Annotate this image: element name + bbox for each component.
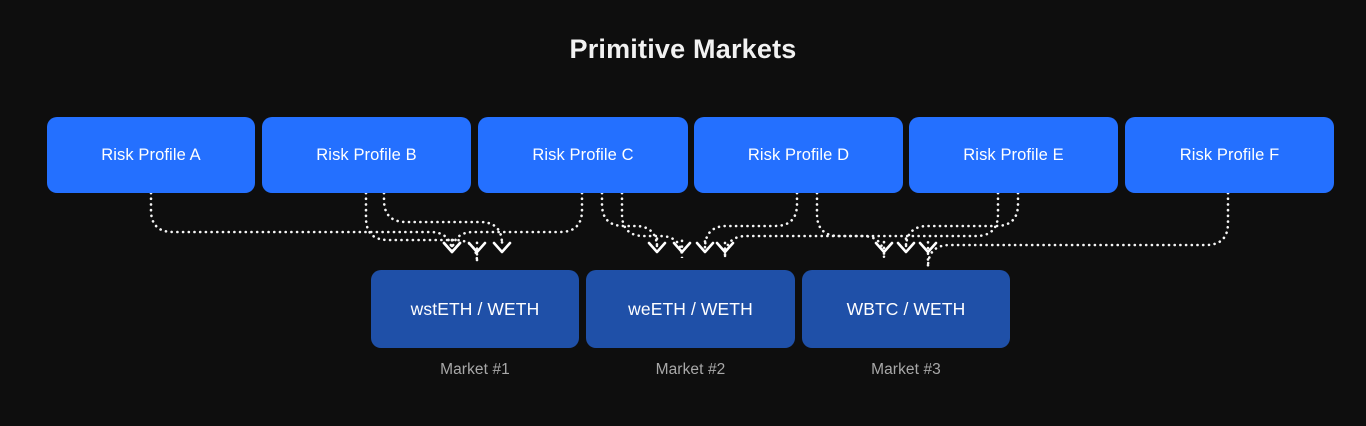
arrowhead-icon xyxy=(442,241,462,254)
market-caption-m2: Market #2 xyxy=(655,361,726,378)
risk-profile-node-e[interactable]: Risk Profile E xyxy=(909,117,1118,193)
arrowhead-icon xyxy=(918,241,938,254)
market-pair-label: wstETH / WETH xyxy=(410,298,540,319)
arrowhead-icon xyxy=(672,241,692,254)
arrowhead-icon xyxy=(695,241,715,254)
connector-f-to-m3 xyxy=(926,191,1230,268)
page-title: Primitive Markets xyxy=(569,34,797,64)
connector-c-to-m1 xyxy=(450,191,584,255)
risk-profile-label: Risk Profile C xyxy=(532,145,634,164)
risk-profile-node-a[interactable]: Risk Profile A xyxy=(47,117,255,193)
arrowhead-icon xyxy=(467,241,487,254)
market-node-m3[interactable]: WBTC / WETH xyxy=(802,270,1010,348)
arrowhead-icon xyxy=(896,241,916,254)
risk-profile-label: Risk Profile E xyxy=(963,145,1064,164)
connector-b-to-m1 xyxy=(382,191,504,245)
risk-profile-label: Risk Profile A xyxy=(101,145,201,164)
arrowhead-icon xyxy=(442,241,462,254)
market-node-m1[interactable]: wstETH / WETH xyxy=(371,270,579,348)
risk-profile-node-c[interactable]: Risk Profile C xyxy=(478,117,688,193)
connector-e-to-m3 xyxy=(904,191,1020,249)
connector-d-to-m3 xyxy=(815,191,886,259)
risk-profile-label: Risk Profile F xyxy=(1179,145,1280,164)
risk-profile-label: Risk Profile B xyxy=(316,145,417,164)
connector-d-to-m2 xyxy=(703,191,799,249)
market-caption-m3: Market #3 xyxy=(871,361,941,378)
connector-a-to-m1 xyxy=(149,191,454,255)
arrowhead-icon xyxy=(647,241,667,254)
arrowhead-icon xyxy=(874,241,894,254)
risk-profile-node-f[interactable]: Risk Profile F xyxy=(1125,117,1334,193)
connector-c-to-m2 xyxy=(620,191,684,259)
market-pair-label: weETH / WETH xyxy=(628,298,753,319)
arrowhead-icon xyxy=(492,241,512,254)
risk-profile-node-b[interactable]: Risk Profile B xyxy=(262,117,471,193)
risk-profile-label: Risk Profile D xyxy=(747,145,850,164)
market-pair-label: WBTC / WETH xyxy=(846,298,966,319)
arrowhead-icon xyxy=(715,241,735,254)
market-caption-m1: Market #1 xyxy=(440,361,510,378)
market-node-m2[interactable]: weETH / WETH xyxy=(586,270,795,348)
connector-e-to-m2 xyxy=(723,191,1000,259)
connector-c-to-m2 xyxy=(600,191,659,249)
connector-b-to-m1 xyxy=(364,191,479,263)
risk-profile-node-d[interactable]: Risk Profile D xyxy=(694,117,903,193)
